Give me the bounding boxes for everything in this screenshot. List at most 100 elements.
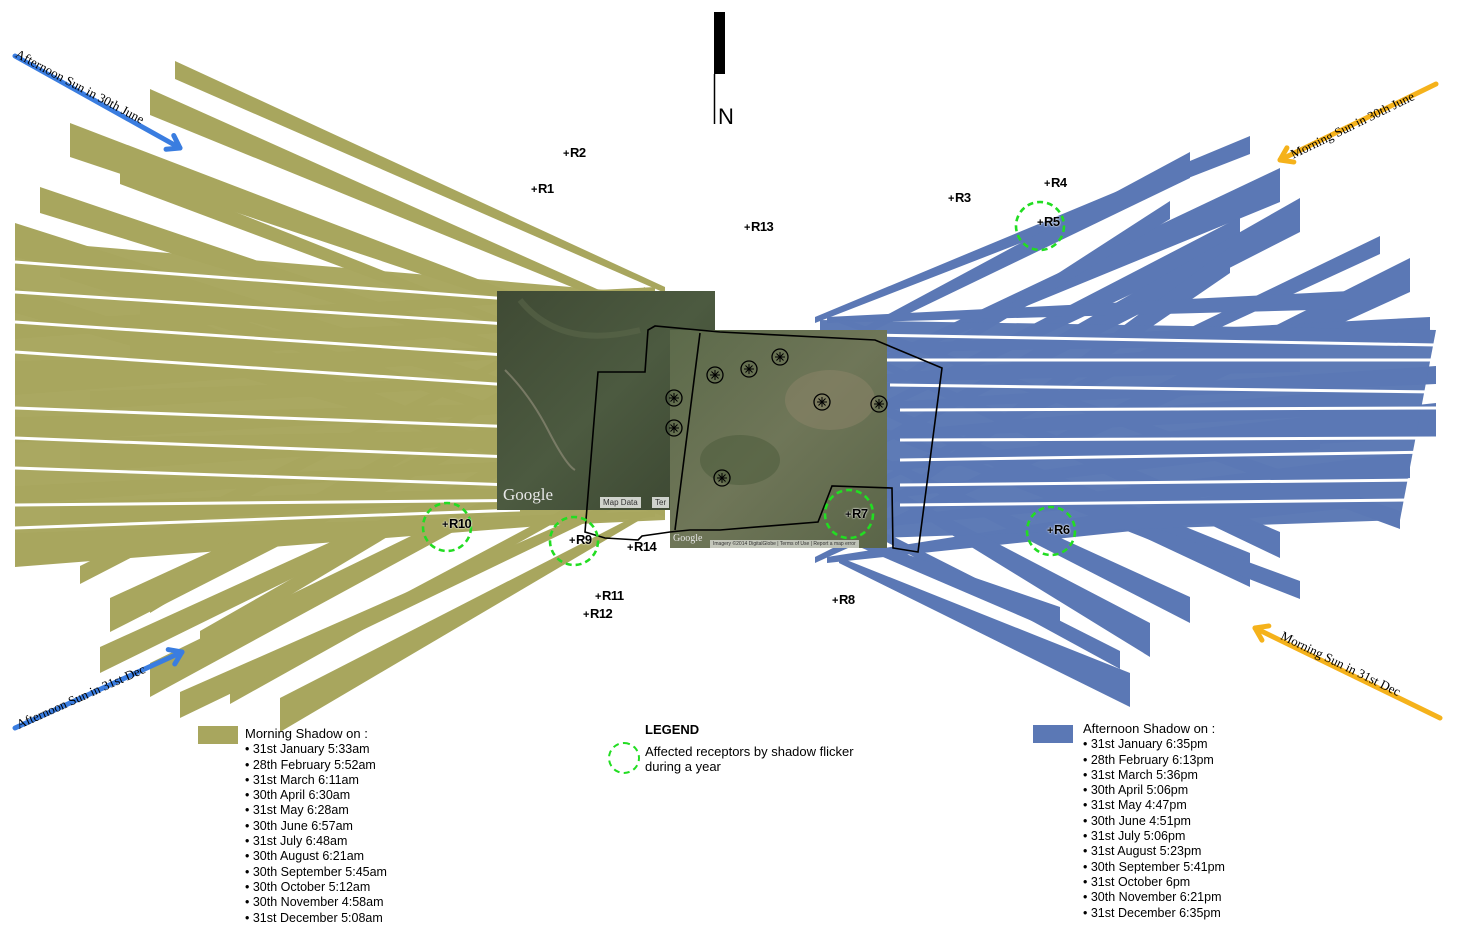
morning-legend-list: 31st January 5:33am28th February 5:52am3… [245, 742, 387, 926]
receptor-r8[interactable]: +R8 [832, 592, 855, 607]
receptor-marker-icon: + [563, 148, 569, 160]
receptor-r12[interactable]: +R12 [583, 606, 613, 621]
morning-legend-item: 30th August 6:21am [245, 849, 387, 864]
north-label: N [718, 104, 734, 129]
receptor-r7[interactable]: +R7 [845, 506, 868, 521]
arrow-head-icon [1252, 623, 1272, 643]
receptor-label: R4 [1050, 175, 1067, 190]
satellite-map [497, 291, 887, 548]
fan-gap [869, 333, 1437, 347]
receptor-r5[interactable]: +R5 [1037, 214, 1060, 229]
arrow-head-icon [163, 132, 183, 152]
turbines [665, 348, 888, 487]
fan-gap [14, 436, 591, 462]
afternoon-shadow-fan [815, 136, 1437, 707]
fan-gap [889, 383, 1437, 394]
map-watermark-left: Google [503, 485, 554, 504]
afternoon-legend-title: Afternoon Shadow on : [1083, 721, 1216, 736]
morning-legend-item: 30th September 5:45am [245, 865, 387, 880]
turbine-marker[interactable] [665, 389, 683, 407]
receptor-r13[interactable]: +R13 [744, 219, 774, 234]
morning-legend-item: 31st January 5:33am [245, 742, 387, 757]
receptor-label: R10 [448, 516, 472, 531]
affected-receptor-circles [421, 200, 1077, 567]
north-arrow [713, 12, 725, 124]
north-arrow-bar [714, 12, 725, 74]
fan-gap [899, 450, 1437, 462]
receptor-r10[interactable]: +R10 [442, 516, 472, 531]
sun-arrow-afternoon-dec [12, 647, 185, 731]
fan-gap [899, 436, 1437, 442]
affected-receptor-circle [1025, 505, 1077, 557]
morning-shadow-ray [175, 61, 665, 293]
receptor-marker-icon: + [845, 509, 851, 521]
turbine-marker[interactable] [713, 469, 731, 487]
receptor-label: R2 [569, 145, 586, 160]
receptor-marker-icon: + [569, 535, 575, 547]
receptor-marker-icon: + [531, 184, 537, 196]
receptor-label: R8 [838, 592, 855, 607]
affected-receptor-symbol [608, 742, 640, 774]
afternoon-legend-item: 28th February 6:13pm [1083, 753, 1225, 768]
map-imagery-tag[interactable]: Imagery ©2014 DigitalGlobe | Terms of Us… [710, 540, 859, 548]
afternoon-legend-item: 30th April 5:06pm [1083, 783, 1225, 798]
afternoon-shadow-ray [839, 557, 1130, 707]
receptor-marker-icon: + [744, 222, 750, 234]
receptor-label: R14 [633, 539, 657, 554]
morning-legend-item: 31st March 6:11am [245, 773, 387, 788]
receptor-label: R12 [589, 606, 613, 621]
receptor-r1[interactable]: +R1 [531, 181, 554, 196]
receptor-r14[interactable]: +R14 [627, 539, 657, 554]
afternoon-shadow-ray [827, 527, 1060, 633]
arrow-head-icon [165, 647, 185, 667]
fan-gap [14, 508, 521, 530]
turbine-marker[interactable] [813, 393, 831, 411]
map-data-tag[interactable]: Map Data [600, 497, 641, 508]
morning-legend-item: 30th November 4:58am [245, 895, 387, 910]
morning-legend-item: 28th February 5:52am [245, 758, 387, 773]
receptor-r4[interactable]: +R4 [1044, 175, 1067, 190]
turbine-marker[interactable] [870, 395, 888, 413]
fan-gap [899, 498, 1411, 507]
receptor-marker-icon: + [583, 609, 589, 621]
afternoon-legend-item: 31st May 4:47pm [1083, 798, 1225, 813]
afternoon-legend-item: 31st December 6:35pm [1083, 906, 1225, 921]
receptor-label: R9 [575, 532, 592, 547]
turbine-marker[interactable] [771, 348, 789, 366]
affected-receptor-circle [421, 501, 473, 553]
receptor-r6[interactable]: +R6 [1047, 522, 1070, 537]
afternoon-legend-item: 31st August 5:23pm [1083, 844, 1225, 859]
sun-arrow-morning-dec [1252, 623, 1443, 721]
receptor-r2[interactable]: +R2 [563, 145, 586, 160]
fan-gap [899, 478, 1421, 487]
receptor-marker-icon: + [595, 591, 601, 603]
turbine-marker[interactable] [665, 419, 683, 437]
morning-legend-title: Morning Shadow on : [245, 726, 368, 741]
site-boundary [584, 325, 943, 553]
receptor-marker-icon: + [1044, 178, 1050, 190]
turbine-marker[interactable] [706, 366, 724, 384]
sun-arrow-morning-june [1277, 81, 1439, 165]
affected-receptor-circle [1014, 200, 1066, 252]
morning-legend-item: 30th April 6:30am [245, 788, 387, 803]
turbine-marker[interactable] [740, 360, 758, 378]
satellite-tile-right [670, 330, 887, 548]
receptor-marker-icon: + [627, 542, 633, 554]
receptor-r11[interactable]: +R11 [595, 588, 624, 603]
site-boundary-divider [674, 332, 701, 531]
receptor-label: R7 [851, 506, 868, 521]
afternoon-legend-item: 30th June 4:51pm [1083, 814, 1225, 829]
receptor-marker-icon: + [832, 595, 838, 607]
afternoon-legend-item: 30th September 5:41pm [1083, 860, 1225, 875]
receptor-marker-icon: + [442, 519, 448, 531]
morning-shadow-swatch [198, 726, 238, 744]
receptor-label: R1 [537, 181, 554, 196]
map-terms-tag[interactable]: Ter [652, 497, 670, 508]
receptor-r9[interactable]: +R9 [569, 532, 592, 547]
legend-title: LEGEND [645, 722, 700, 737]
map-watermark-right: Google [673, 533, 703, 544]
arrow-head-icon [1277, 145, 1297, 165]
morning-shadow-ray [280, 511, 645, 732]
receptor-r3[interactable]: +R3 [948, 190, 971, 205]
morning-shadow-legend: Morning Shadow on : 31st January 5:33am2… [245, 726, 387, 926]
